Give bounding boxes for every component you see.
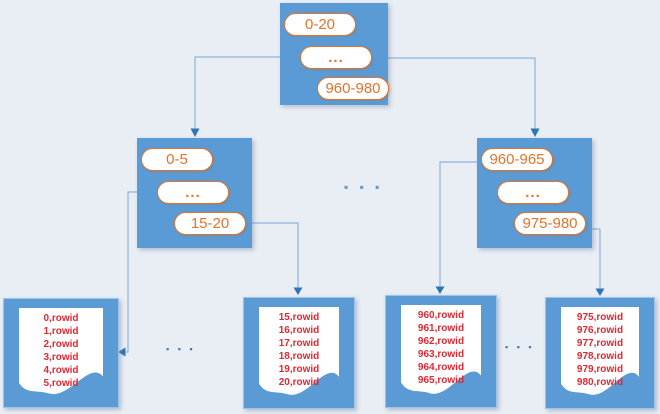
ellipsis-leaf-level-right: ▪ ▪ ▪ [505, 342, 535, 352]
key-pill: ... [157, 181, 229, 204]
rowid-entry: 20,rowid [278, 377, 320, 388]
key-pill: 0-5 [141, 148, 213, 171]
rowid-entry: 965,rowid [417, 375, 465, 386]
document-shape-icon [19, 308, 103, 395]
leaf-page-1: 15,rowid 16,rowid 17,rowid 18,rowid 19,rowid… [243, 297, 355, 409]
rowid-entry: 19,rowid [278, 364, 320, 375]
key-pill: ... [300, 46, 372, 69]
rowid-entry: 18,rowid [278, 351, 320, 362]
arrowhead-left-icon [118, 347, 126, 357]
rowid-entry: 15,rowid [278, 312, 320, 323]
key-pill: ... [497, 181, 569, 204]
leaf-rows: 975,rowid 976,rowid 977,rowid 978,rowid 979,… [546, 311, 654, 389]
rowid-entry: 0,rowid [43, 313, 79, 324]
rowid-entry: 961,rowid [417, 323, 465, 334]
btree-internal-node-right: 960-965... 975-980 [477, 138, 592, 248]
key-pill: 975-980 [514, 212, 586, 235]
document-shape-icon [259, 307, 339, 395]
leaf-rows: 15,rowid 16,rowid 17,rowid 18,rowid 19,rowid… [244, 311, 354, 389]
ellipsis-internal-level: ▪ ▪ ▪ [344, 180, 384, 194]
rowid-entry: 1,rowid [43, 326, 79, 337]
key-pill: 960-965 [481, 148, 553, 171]
arrowhead-down-icon [190, 128, 200, 137]
leaf-page-2: 960,rowid 961,rowid 962,rowid 963,rowid 964,… [385, 295, 497, 408]
connector-root-to-left [194, 56, 280, 129]
leaf-page-0: 0,rowid 1,rowid 2,rowid 3,rowid 4,rowid 5,row… [3, 298, 119, 408]
rowid-entry: 980,rowid [576, 377, 624, 388]
rowid-entry: 4,rowid [43, 365, 79, 376]
connector-left-to-leaf1 [250, 222, 299, 288]
key-pill: 15-20 [174, 212, 246, 235]
connector-root-to-right [388, 57, 536, 129]
rowid-entry: 3,rowid [43, 352, 79, 363]
rowid-entry: 977,rowid [576, 338, 624, 349]
connector-left-to-leaf0 [126, 191, 137, 353]
document-shape-icon [561, 307, 639, 395]
leaf-page-3: 975,rowid 976,rowid 977,rowid 978,rowid 979,… [545, 297, 655, 409]
arrowhead-down-icon [293, 287, 303, 295]
rowid-entry: 2,rowid [43, 339, 79, 350]
rowid-entry: 975,rowid [576, 312, 624, 323]
rowid-entry: 976,rowid [576, 325, 624, 336]
rowid-entry: 964,rowid [417, 362, 465, 373]
rowid-entry: 963,rowid [417, 349, 465, 360]
rowid-entry: 960,rowid [417, 310, 465, 321]
ellipsis-leaf-level-left: ▪ ▪ ▪ [166, 344, 196, 354]
rowid-entry: 17,rowid [278, 338, 320, 349]
rowid-entry: 5,rowid [43, 378, 79, 389]
leaf-rows: 0,rowid 1,rowid 2,rowid 3,rowid 4,rowid 5,row… [4, 312, 118, 390]
key-pill: 0-20 [284, 13, 356, 36]
btree-internal-node-left: 0-5... 15-20 [137, 138, 252, 248]
leaf-rows: 960,rowid 961,rowid 962,rowid 963,rowid 964,… [386, 309, 496, 387]
connector-right-to-leaf2 [439, 161, 477, 287]
key-pill: 960-980 [317, 77, 389, 100]
arrowhead-down-icon [595, 288, 605, 296]
btree-root-node: 0-20... 960-980 [280, 3, 389, 105]
rowid-entry: 979,rowid [576, 364, 624, 375]
document-shape-icon [401, 305, 481, 394]
arrowhead-down-icon [530, 128, 540, 137]
rowid-entry: 962,rowid [417, 336, 465, 347]
rowid-entry: 978,rowid [576, 351, 624, 362]
rowid-entry: 16,rowid [278, 325, 320, 336]
arrowhead-down-icon [435, 286, 445, 294]
